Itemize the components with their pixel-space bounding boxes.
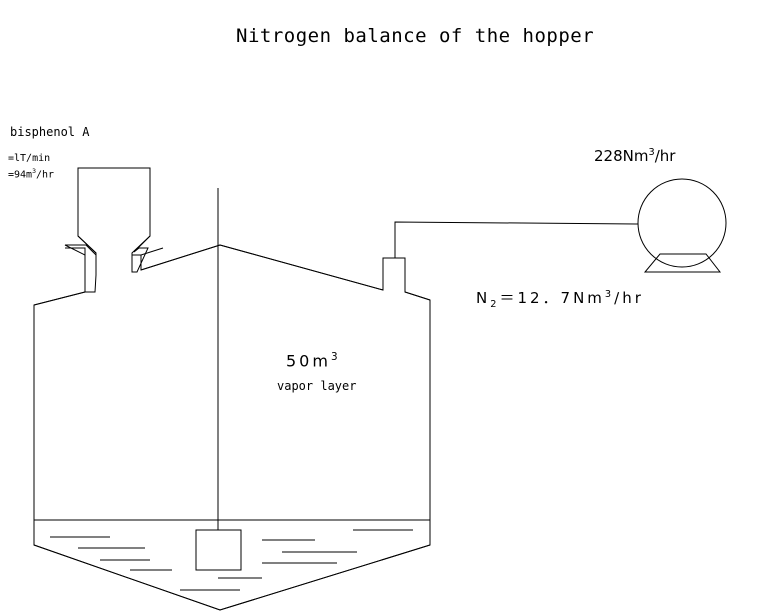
diagram-title: Nitrogen balance of the hopper [236,25,595,47]
nitrogen-nozzle [382,257,431,301]
vapor-volume-label: 50m3 [286,351,341,371]
blower-base [643,253,722,273]
feed-name-label: bisphenol A [10,125,90,139]
roof-left [140,244,221,271]
nitrogen-pipe [394,221,639,258]
blower-flow-label: 228Nm3/hr [594,147,676,165]
left-flange [65,247,86,292]
left-shoulder [33,291,86,306]
feed-chute-right [131,168,151,272]
right-wall [33,300,431,611]
feed-chute-left [77,168,97,275]
vapor-layer-label: vapor layer [277,379,357,393]
feed-rate-label: =lT∕min [8,153,51,164]
feed-volume-rate-label: =94m3/hr [8,167,55,181]
agitator-blade [195,529,242,571]
nitrogen-rate-label: N2＝12．7Nm3∕hr [476,289,644,310]
right-flange [140,247,164,270]
roof-right [219,244,384,291]
vessel-outline [33,167,431,611]
blower-icon [637,178,727,268]
